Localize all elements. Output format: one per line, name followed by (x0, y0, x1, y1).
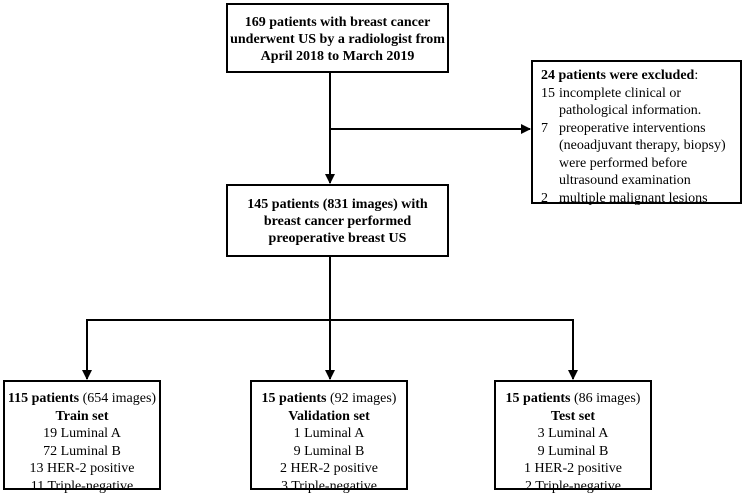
included-line-3: preoperative breast US (268, 231, 407, 246)
enrolled-line-3: April 2018 to March 2019 (260, 49, 415, 64)
subtype-row: 3 Luminal A (537, 426, 609, 441)
test-set-title: Test set (550, 408, 596, 424)
exclusion-item: 7 preoperative interventions (neoadjuvan… (541, 120, 726, 189)
train-set-count: 115 patients (654 images) (7, 391, 157, 406)
included-patients-box: 145 patients (831 images) with breast ca… (226, 184, 449, 257)
validation-set-box: 15 patients (92 images) Validation set 1… (250, 380, 408, 494)
subtype-row: 2 Triple-negative (524, 478, 622, 494)
subtype-row: 3 Triple-negative (280, 478, 378, 494)
exclusion-title: 24 patients were excluded: (541, 68, 699, 83)
exclusion-item: 2 multiple malignant lesions (541, 190, 708, 206)
subtype-row: 1 Luminal A (293, 426, 365, 441)
train-set-title: Train set (55, 408, 109, 424)
subtype-row: 2 HER-2 positive (280, 461, 378, 476)
test-set-count: 15 patients (86 images) (505, 391, 641, 406)
subtype-row: 11 Triple-negative (30, 478, 134, 494)
enrolled-line-2: underwent US by a radiologist from (230, 32, 445, 47)
subtype-row: 9 Luminal B (537, 443, 609, 459)
validation-set-count: 15 patients (92 images) (261, 391, 397, 406)
enrolled-line-1: 169 patients with breast cancer (244, 15, 431, 30)
enrolled-patients-box: 169 patients with breast cancer underwen… (226, 3, 449, 73)
test-set-box: 15 patients (86 images) Test set 3 Lumin… (494, 380, 652, 494)
train-set-box: 115 patients (654 images) Train set 19 L… (3, 380, 161, 494)
included-line-2: breast cancer performed (263, 214, 412, 229)
exclusion-box: 24 patients were excluded: 15 incomplete… (531, 60, 742, 206)
subtype-row: 1 HER-2 positive (524, 461, 622, 476)
exclusion-item: 15 incomplete clinical or pathological i… (541, 85, 702, 119)
subtype-row: 72 Luminal B (43, 443, 121, 459)
subtype-row: 19 Luminal A (43, 426, 121, 441)
subtype-row: 9 Luminal B (293, 443, 365, 459)
subtype-row: 13 HER-2 positive (29, 461, 135, 476)
validation-set-title: Validation set (288, 408, 370, 424)
included-line-1: 145 patients (831 images) with (247, 197, 428, 212)
